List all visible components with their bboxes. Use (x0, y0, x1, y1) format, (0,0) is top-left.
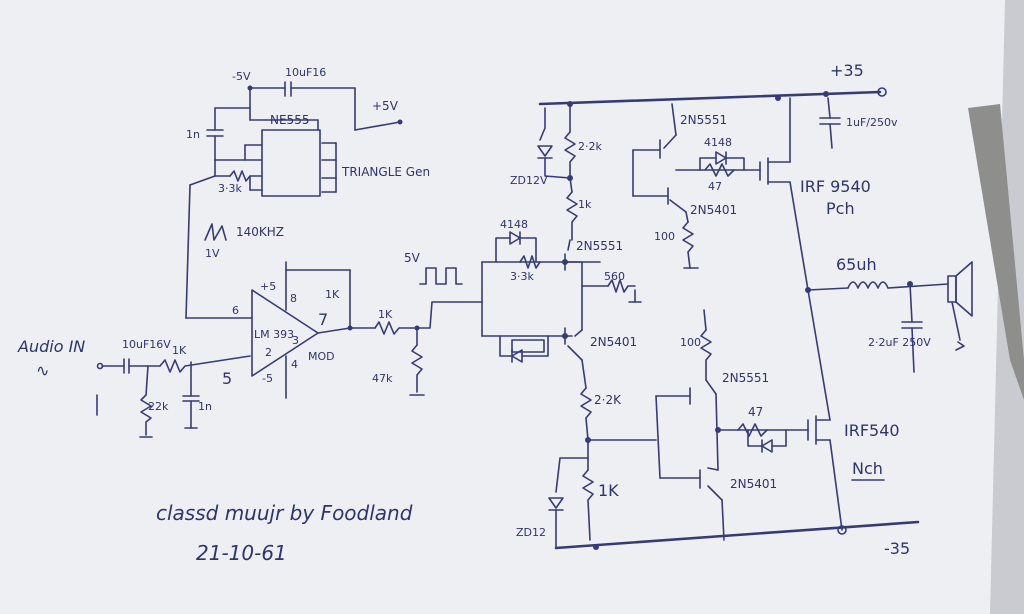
label-res-100-top: 100 (654, 230, 675, 243)
label-q-2n5551-top: 2N5551 (680, 113, 727, 127)
label-neg5-top: -5V (232, 70, 251, 83)
label-audio-in: Audio IN (17, 337, 85, 356)
label-res-22k: 22k (148, 400, 169, 413)
label-neg5-op: -5 (262, 372, 273, 385)
label-res-1k-in: 1K (172, 344, 187, 357)
label-res-560: 560 (604, 270, 625, 283)
label-q-2n5551-a: 2N5551 (576, 239, 623, 253)
label-res-3k3: 3·3k (218, 182, 242, 195)
label-irf9540: IRF 9540 (800, 177, 871, 196)
label-pch: Pch (826, 199, 855, 218)
label-cap-2u2: 2·2uF 250V (868, 336, 931, 349)
label-cap-1n-in: 1n (198, 400, 212, 413)
label-ne555: NE555 (270, 113, 309, 127)
output-filter (807, 261, 973, 373)
label-res-1k-bot: 1K (598, 481, 619, 500)
label-nch: Nch (852, 459, 883, 478)
label-res-2k2-bot: 2·2K (594, 393, 622, 407)
label-mod: MOD (308, 350, 335, 363)
label-triangle-gen: TRIANGLE Gen (341, 165, 430, 179)
label-cap-10u16v: 10uF16V (122, 338, 171, 351)
signature: classd muujr by Foodland (156, 501, 413, 525)
label-pin8: 8 (290, 292, 297, 305)
label-diode-4148-a: 4148 (500, 218, 528, 231)
high-side (537, 87, 887, 291)
label-plus35: +35 (830, 61, 864, 80)
gate-drive-input (374, 267, 483, 396)
label-pin3: 3 (292, 334, 299, 347)
label-cap-10u16: 10uF16 (285, 66, 326, 79)
label-q-2n5551-bot: 2N5551 (722, 371, 769, 385)
label-res-1k-fb: 1K (325, 288, 340, 301)
label-pos5-555: +5V (372, 99, 399, 113)
label-q-2n5401-a: 2N5401 (590, 335, 637, 349)
label-res-1k-out: 1K (378, 308, 393, 321)
sine-symbol: ∿ (36, 361, 49, 380)
label-q-2n5401-bot: 2N5401 (730, 477, 777, 491)
label-minus35: -35 (884, 539, 910, 558)
label-zd-12-bot: ZD12 (516, 526, 546, 539)
label-lm393: LM 393 (254, 328, 294, 341)
label-cap-1n: 1n (186, 128, 200, 141)
lm393-comparator (251, 261, 376, 399)
ne555-block (185, 81, 403, 319)
label-diode-4148-top: 4148 (704, 136, 732, 149)
label-res-47-top: 47 (708, 180, 722, 193)
label-res-47-bot: 47 (748, 405, 763, 419)
date: 21-10-61 (196, 541, 287, 565)
low-side (548, 289, 920, 550)
label-res-1k-top: 1k (578, 198, 592, 211)
label-pin5: 5 (222, 369, 232, 388)
label-zd-12: ZD12V (510, 174, 548, 187)
label-pin2: 2 (265, 346, 272, 359)
label-pin6: 6 (232, 304, 239, 317)
ruler-edge (968, 104, 1024, 400)
label-cap-1u250: 1uF/250v (846, 116, 898, 129)
label-pin7: 7 (318, 310, 328, 329)
label-res-2k2-top: 2·2k (578, 140, 602, 153)
label-pin4: 4 (291, 358, 298, 371)
label-res-47k: 47k (372, 372, 393, 385)
input-network (96, 355, 251, 438)
label-q-2n5401-top: 2N5401 (690, 203, 737, 217)
label-sq5v: 5V (404, 251, 421, 265)
label-pos5-op: +5 (260, 280, 276, 293)
label-res-3k3-b: 3·3k (510, 270, 534, 283)
label-res-100-bot: 100 (680, 336, 701, 349)
label-freq: 140KHZ (236, 225, 284, 239)
label-irf540: IRF540 (844, 421, 900, 440)
label-freq-amp: 1V (205, 247, 220, 260)
label-ind-65uh: 65uh (836, 255, 877, 274)
